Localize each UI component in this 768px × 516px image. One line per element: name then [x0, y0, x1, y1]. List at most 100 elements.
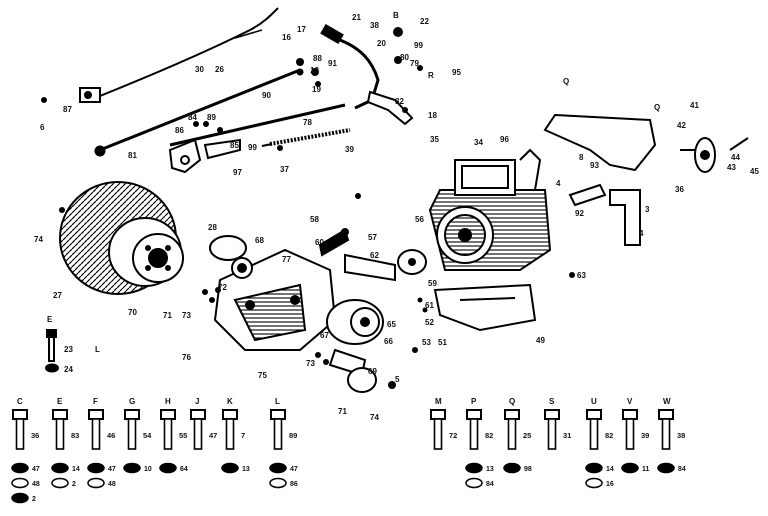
hardware-part-number: 72 — [449, 431, 457, 440]
callout-95: 95 — [452, 68, 461, 77]
brake-pedal — [366, 90, 414, 126]
bracket-87-top — [79, 87, 101, 103]
callout-62: 62 — [370, 251, 379, 260]
callout-28: 28 — [208, 223, 217, 232]
bolt-head — [544, 409, 560, 420]
callout-E: E — [47, 315, 53, 324]
bolt-head — [124, 409, 140, 420]
hardware-letter: S — [549, 397, 555, 406]
washer-part-number: 48 — [32, 481, 40, 488]
washer — [87, 477, 105, 489]
callout-66: 66 — [384, 337, 393, 346]
bolt-head — [270, 409, 286, 420]
bolt-head — [586, 409, 602, 420]
hardware-letter: V — [627, 397, 633, 406]
hardware-part-number: 82 — [485, 431, 493, 440]
hardware-letter: W — [663, 397, 671, 406]
washer-part-number: 98 — [524, 466, 532, 473]
bolt-shank — [661, 418, 671, 450]
callout-96: 96 — [500, 135, 509, 144]
callout-51: 51 — [438, 338, 447, 347]
washer — [11, 462, 29, 474]
callout-L: L — [95, 345, 100, 354]
engine-mount-plate — [433, 283, 537, 332]
bolt-head — [52, 409, 68, 420]
callout-71: 71 — [338, 407, 347, 416]
callout-5: 5 — [395, 375, 400, 384]
callout-67: 67 — [320, 331, 329, 340]
washer — [585, 462, 603, 474]
transaxle-cover — [209, 235, 253, 279]
callout-39: 39 — [345, 145, 354, 154]
callout-90: 90 — [262, 91, 271, 100]
callout-71: 71 — [163, 311, 172, 320]
small-hardware-top — [41, 27, 423, 151]
hardware-part-number: 7 — [241, 431, 245, 440]
callout-97: 97 — [233, 168, 242, 177]
callout-88: 88 — [313, 54, 322, 63]
callout-37: 37 — [280, 165, 289, 174]
wheel-hub — [132, 233, 184, 283]
hardware-letter: M — [435, 397, 442, 406]
callout-4: 4 — [639, 229, 644, 238]
callout-Q: Q — [654, 103, 660, 112]
engine — [428, 148, 552, 271]
washer — [465, 477, 483, 489]
washer-part-number: 16 — [606, 481, 614, 488]
washer — [221, 462, 239, 474]
hardware-letter: K — [227, 397, 233, 406]
callout-30: 30 — [195, 65, 204, 74]
callout-93: 93 — [590, 161, 599, 170]
bolt-head — [190, 409, 206, 420]
washer — [269, 462, 287, 474]
bolt-head — [160, 409, 176, 420]
air-shroud — [543, 113, 657, 172]
callout-23: 23 — [64, 345, 73, 354]
bolt-shank — [547, 418, 557, 450]
washer — [269, 477, 287, 489]
callout-89: 89 — [207, 113, 216, 122]
washer — [123, 462, 141, 474]
hardware-part-number: 89 — [289, 431, 297, 440]
bolt-shank — [625, 418, 635, 450]
hardware-part-number: 55 — [179, 431, 187, 440]
callout-99: 99 — [414, 41, 423, 50]
callout-19: 19 — [312, 85, 321, 94]
hardware-letter: P — [471, 397, 477, 406]
washer-part-number: 13 — [242, 466, 250, 473]
hardware-k: K 7 13 — [221, 397, 250, 474]
callout-8: 8 — [579, 153, 584, 162]
washer-part-number: 86 — [290, 481, 298, 488]
bolt-shank — [55, 418, 65, 450]
washer-part-number: 13 — [486, 466, 494, 473]
bolt-shank — [225, 418, 235, 450]
callout-22: 22 — [420, 17, 429, 26]
washer-part-number: 47 — [108, 466, 116, 473]
hardware-part-number: 47 — [209, 431, 217, 440]
hardware-letter: G — [129, 397, 135, 406]
washer — [585, 477, 603, 489]
washer-part-number: 47 — [32, 466, 40, 473]
hardware-letter: Q — [509, 397, 515, 406]
hardware-part-number: 31 — [563, 431, 571, 440]
washer-part-number: 2 — [72, 481, 76, 488]
callout-24: 24 — [64, 365, 73, 374]
callout-99: 99 — [248, 143, 257, 152]
callout-85: 85 — [230, 141, 239, 150]
bolt-head — [658, 409, 674, 420]
bolt-head — [622, 409, 638, 420]
bolt-shank — [589, 418, 599, 450]
callout-35: 35 — [430, 135, 439, 144]
washer — [503, 462, 521, 474]
bolt-shank — [163, 418, 173, 450]
hardware-part-number: 25 — [523, 431, 531, 440]
callout-58: 58 — [310, 215, 319, 224]
link-bracket-87 — [203, 138, 241, 160]
bolt-shank — [507, 418, 517, 450]
callout-3: 3 — [645, 205, 650, 214]
